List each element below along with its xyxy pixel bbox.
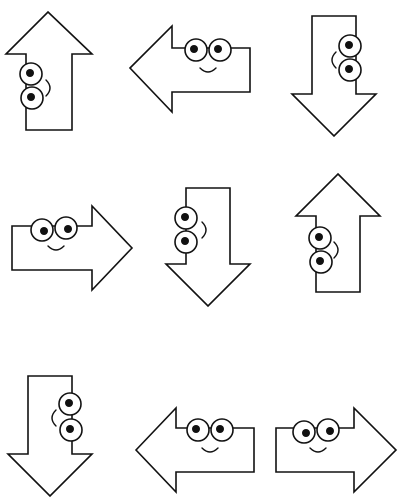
pupil-icon <box>345 65 353 73</box>
pupil-icon <box>66 425 74 433</box>
cartoon-face <box>51 392 83 442</box>
cartoon-face <box>19 62 51 110</box>
arrow-right-2 <box>275 406 398 494</box>
arrow-shape <box>4 10 94 131</box>
arrow-shape <box>275 406 398 494</box>
smile-icon <box>47 245 65 251</box>
pupil-icon <box>316 257 324 265</box>
smile-icon <box>199 67 217 73</box>
smile-icon <box>309 447 327 453</box>
pupil-icon <box>214 45 222 53</box>
cartoon-face <box>174 206 207 254</box>
arrow-shape <box>128 24 251 114</box>
pupil-icon <box>40 227 48 235</box>
smile-icon <box>51 409 57 427</box>
arrow-down-3 <box>6 375 94 498</box>
arrow-up-1 <box>4 10 94 131</box>
pupil-icon <box>181 237 189 245</box>
pupil-icon <box>27 93 35 101</box>
pupil-icon <box>190 45 198 53</box>
pupil-icon <box>326 427 334 435</box>
arrow-down-1 <box>290 15 378 138</box>
pupil-icon <box>65 399 73 407</box>
arrow-left-1 <box>128 24 251 114</box>
arrow-shape <box>290 15 378 138</box>
arrow-up-2 <box>294 172 382 293</box>
pupil-icon <box>345 41 353 49</box>
pupil-icon <box>26 69 34 77</box>
smile-icon <box>333 241 339 259</box>
smile-icon <box>45 79 51 97</box>
arrow-right-1 <box>11 204 134 292</box>
pupil-icon <box>181 213 189 221</box>
cartoon-face <box>186 418 234 453</box>
cartoon-face <box>308 226 339 274</box>
cartoon-face <box>292 418 340 453</box>
pupil-icon <box>216 425 224 433</box>
arrow-down-2 <box>164 187 252 308</box>
pupil-icon <box>192 425 200 433</box>
smile-icon <box>201 447 219 453</box>
pupil-icon <box>302 429 310 437</box>
arrow-shape <box>294 172 382 293</box>
arrow-left-2 <box>134 406 255 494</box>
pupil-icon <box>64 225 72 233</box>
cartoon-face <box>184 38 232 73</box>
pupil-icon <box>315 233 323 241</box>
smile-icon <box>331 51 337 69</box>
smile-icon <box>201 221 207 239</box>
cartoon-face <box>331 34 362 82</box>
cartoon-face <box>30 216 78 251</box>
